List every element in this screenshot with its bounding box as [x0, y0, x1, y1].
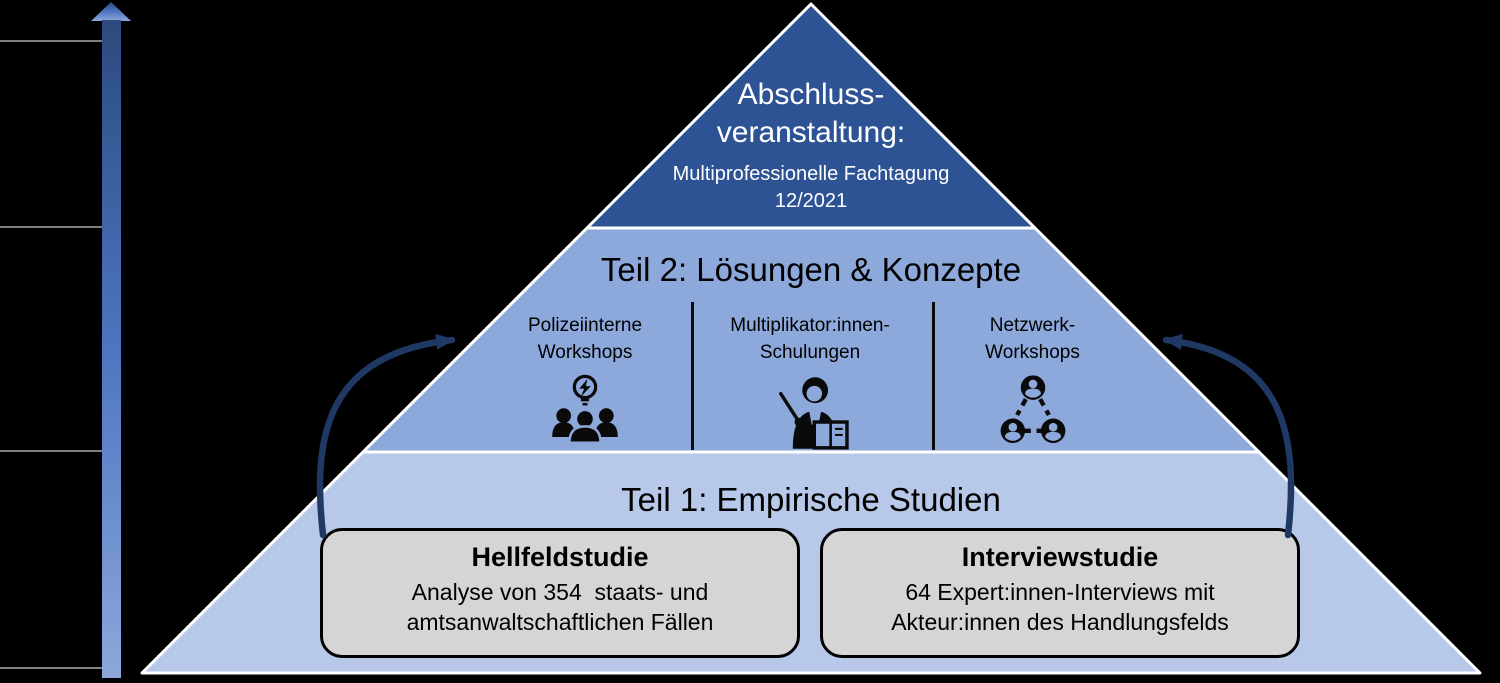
- right-curved-arrow-icon: [1162, 333, 1295, 539]
- column-label-line1: Polizeiinterne: [527, 315, 643, 336]
- study-box-title: Hellfeldstudie: [471, 542, 649, 572]
- hellfeldstudie-box: Hellfeldstudie Analyse von 354 staats- u…: [320, 528, 800, 658]
- column-label-line2: Workshops: [537, 342, 633, 363]
- top-title-line1: Abschluss-: [737, 78, 885, 111]
- column-label-line2: Schulungen: [759, 342, 861, 363]
- trainer-with-book-icon: [779, 377, 849, 450]
- top-subtitle-line2: 12/2021: [774, 190, 848, 212]
- timeline-tick: [0, 450, 104, 452]
- timeline-tick: [0, 40, 104, 42]
- column-multiplikatorinnen-schulungen: Multiplikator:innen- Schulungen: [700, 312, 920, 453]
- column-divider: [932, 302, 935, 450]
- column-label-line1: Multiplikator:innen-: [730, 315, 890, 336]
- teil2-heading: Teil 2: Lösungen & Konzepte: [600, 251, 1022, 288]
- workshop-idea-people-icon: [552, 374, 618, 444]
- interviewstudie-box: Interviewstudie 64 Expert:innen-Intervie…: [820, 528, 1300, 658]
- top-subtitle-line1: Multiprofessionelle Fachtagung: [672, 163, 950, 185]
- study-box-title: Interviewstudie: [961, 542, 1159, 572]
- timeline-tick: [0, 226, 104, 228]
- teil1-heading: Teil 1: Empirische Studien: [621, 481, 1001, 518]
- study-box-line2: Akteur:innen des Handlungsfelds: [891, 609, 1229, 635]
- column-divider: [691, 302, 694, 450]
- column-label-line1: Netzwerk-: [989, 315, 1076, 336]
- top-level-title: Abschluss- veranstaltung:: [611, 76, 1011, 152]
- pyramid-level-top: [585, 2, 1037, 230]
- column-netzwerk-workshops: Netzwerk- Workshops: [940, 312, 1125, 449]
- study-box-line1: Analyse von 354 staats- und: [411, 579, 709, 605]
- study-box-line1: 64 Expert:innen-Interviews mit: [905, 579, 1215, 605]
- people-network-icon: [1000, 375, 1065, 444]
- up-arrow-timeline-icon: [91, 2, 131, 678]
- column-label-line2: Workshops: [985, 342, 1080, 363]
- column-polizeiinterne-workshops: Polizeiinterne Workshops: [485, 312, 685, 451]
- left-curved-arrow-icon: [316, 333, 456, 539]
- top-level-subtitle: Multiprofessionelle Fachtagung 12/2021: [586, 161, 1036, 215]
- study-box-line2: amtsanwaltschaftlichen Fällen: [406, 609, 714, 635]
- timeline-tick: [0, 667, 104, 669]
- top-title-line2: veranstaltung:: [716, 116, 906, 149]
